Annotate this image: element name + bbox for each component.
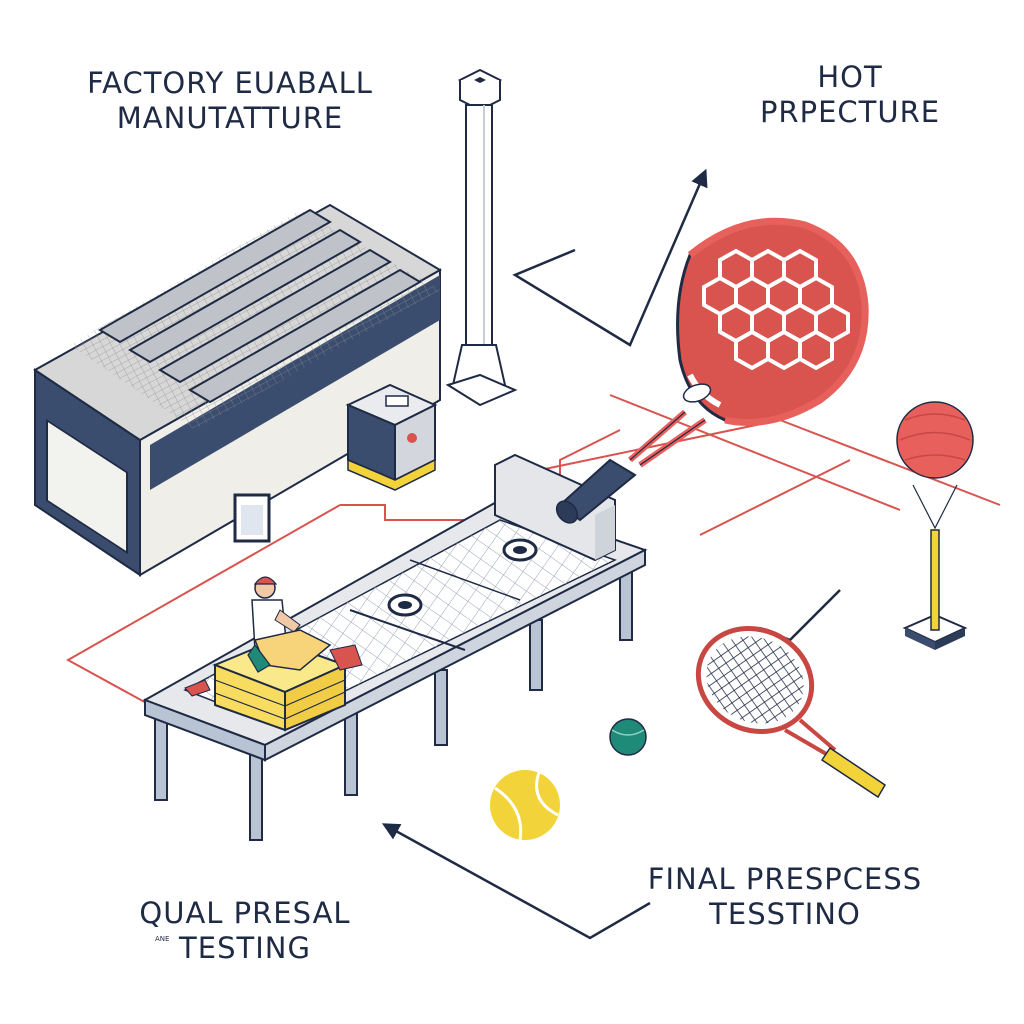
arrow-to-qual (381, 823, 651, 940)
arrow-to-hot (512, 168, 708, 347)
step-label-final-line-1: FINAL PRESPCESS (647, 862, 923, 896)
step-label-hot: HOT PRPECTURE (735, 60, 965, 131)
chimney-icon (445, 68, 518, 407)
step-label-factory: FACTORY EUABALL MANUTATTURE (60, 66, 400, 137)
tennis-racket-icon (695, 625, 887, 799)
balloon-stand-icon (896, 401, 974, 650)
step-label-hot-line-2: PRPECTURE (759, 95, 941, 130)
step-label-final: FINAL PRESPCESS TESSTINO (630, 862, 940, 933)
step-label-qual-line-2: TESTING (179, 931, 311, 966)
worker-icon (184, 576, 363, 697)
small-annotation: ANE (155, 935, 170, 943)
green-ball-icon (609, 718, 647, 756)
step-label-factory-line-2: MANUTATTURE (116, 101, 344, 136)
step-label-hot-line-1: HOT (817, 60, 883, 94)
padel-racket-icon (555, 217, 869, 524)
step-label-qual: QUAL PRESAL TESTING (115, 896, 375, 967)
step-label-factory-line-1: FACTORY EUABALL (87, 66, 373, 100)
machine-icon (345, 383, 438, 491)
step-label-qual-line-1: QUAL PRESAL (139, 896, 351, 930)
tennis-ball-icon (490, 769, 560, 841)
factory-building-icon (33, 203, 442, 577)
step-label-final-line-2: TESSTINO (709, 897, 861, 932)
